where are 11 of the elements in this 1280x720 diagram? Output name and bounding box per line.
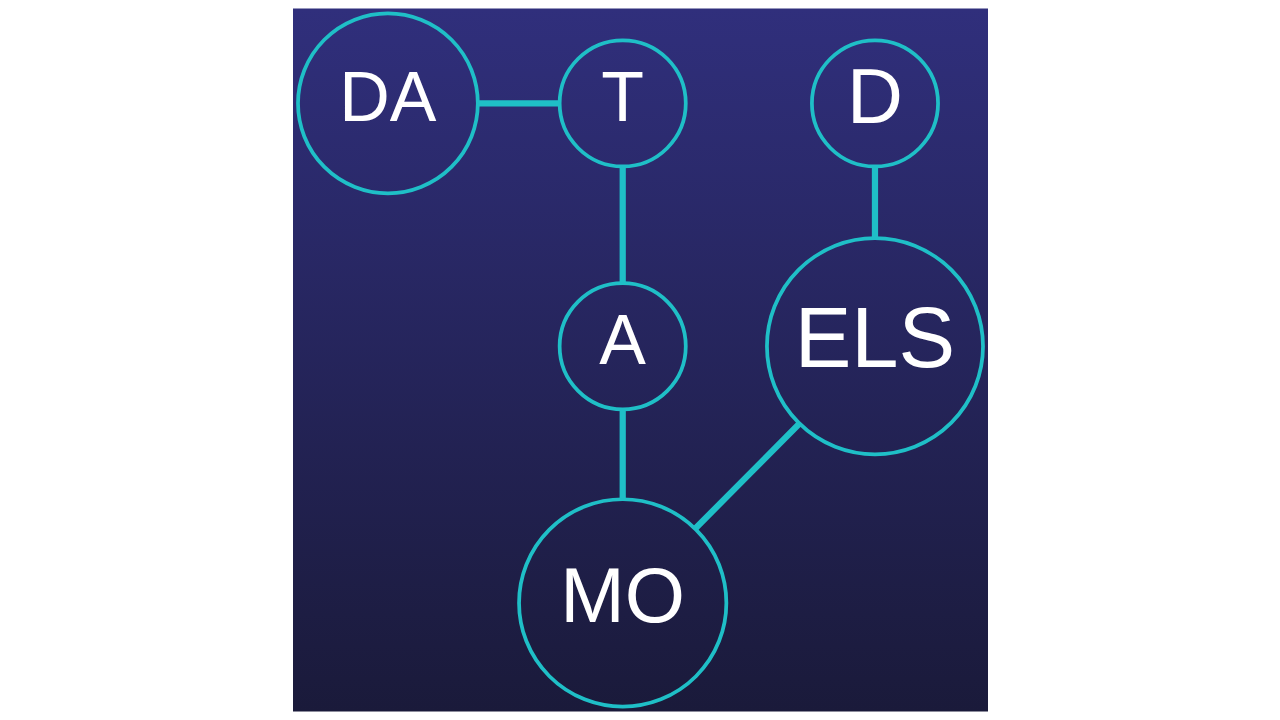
connector <box>477 100 559 107</box>
connector <box>619 166 626 283</box>
node-circle: MO <box>516 497 728 709</box>
node-circle: D <box>809 38 940 169</box>
node-circle: A <box>557 281 688 412</box>
node-circle: DA <box>295 11 480 196</box>
connector <box>692 421 801 531</box>
node-circle: T <box>557 38 688 169</box>
connector <box>871 166 878 239</box>
node-circle: ELS <box>764 236 985 457</box>
connector <box>619 409 626 499</box>
